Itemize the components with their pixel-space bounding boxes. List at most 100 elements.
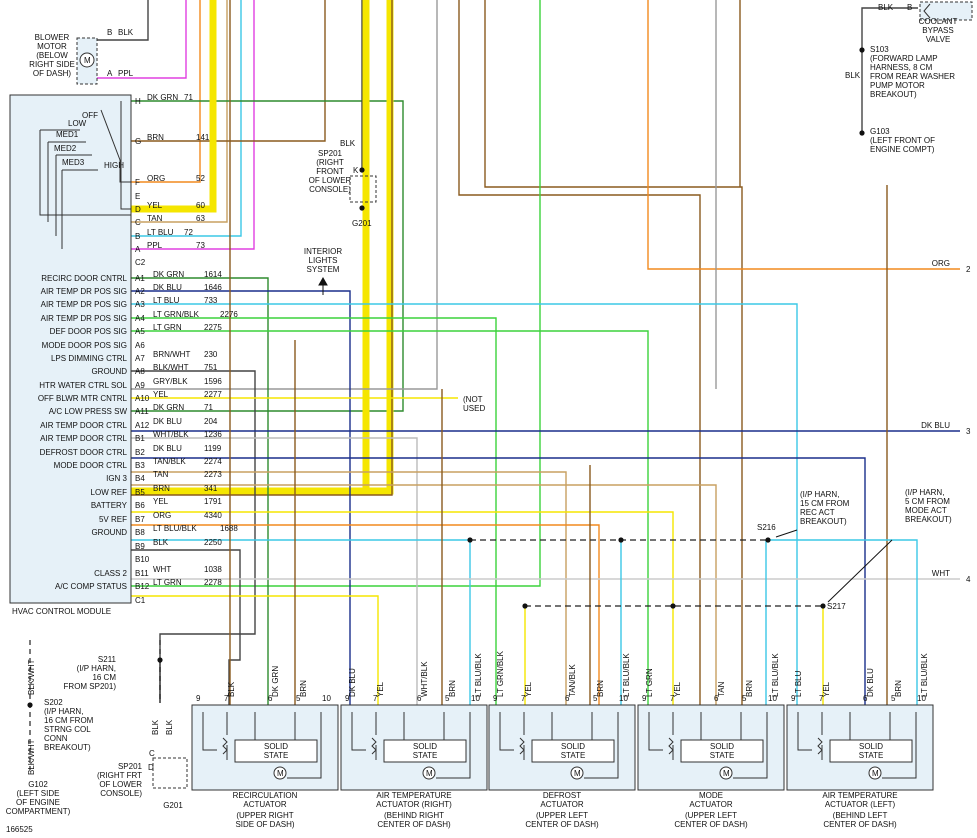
s216-leader xyxy=(775,529,798,538)
module-pin-id: B xyxy=(135,232,140,241)
blower-label-line: MOTOR xyxy=(37,42,67,51)
module-pin-label: HTR WATER CTRL SOL xyxy=(39,381,127,390)
module-pin-label: MODE DOOR CTRL xyxy=(54,461,128,470)
switch-med3: MED3 xyxy=(62,158,85,167)
actuator-internal xyxy=(797,712,917,779)
g102-label: G102 xyxy=(28,780,48,789)
actuator-location: (BEHIND LEFT xyxy=(833,811,888,820)
actuator-internal xyxy=(499,712,619,779)
module-pin-id: B8 xyxy=(135,528,145,537)
actuator-motor-m: M xyxy=(723,769,730,778)
module-wire-circuit: 1596 xyxy=(204,377,222,386)
actuator-pin-number: 10 xyxy=(471,694,480,703)
s202-label: (I/P HARN, xyxy=(44,707,83,716)
module-wire-color: BLK xyxy=(153,538,169,547)
module-pin-label: AIR TEMP DR POS SIG xyxy=(41,314,127,323)
module-pin-id: A3 xyxy=(135,300,145,309)
splice-dot xyxy=(859,47,865,53)
solid-state-text: STATE xyxy=(859,751,884,760)
module-pin-id: A11 xyxy=(135,407,149,416)
actuator-wire-color: BRN xyxy=(894,680,903,697)
switch-med1: MED1 xyxy=(56,130,79,139)
module-pin-id: B11 xyxy=(135,569,149,578)
solid-state-box xyxy=(234,739,318,763)
module-wire-circuit: 60 xyxy=(196,201,205,210)
s211-label: S211 xyxy=(98,655,117,664)
solid-state-box xyxy=(383,739,467,763)
wire-brn-5 xyxy=(458,0,701,705)
splice-dot xyxy=(359,167,365,173)
s202-label: STRNG COL xyxy=(44,725,91,734)
switch-wire-med2 xyxy=(55,154,92,236)
splice-dot xyxy=(27,702,33,708)
module-pin-id: A5 xyxy=(135,327,145,336)
actuator-pin-number: 7 xyxy=(373,694,378,703)
actuator-pin-number: 6 xyxy=(863,694,868,703)
interior-lights-label: SYSTEM xyxy=(307,265,340,274)
interior-lights-label: LIGHTS xyxy=(309,256,338,265)
module-pin-id: D xyxy=(135,205,141,214)
actuator-wire-color: YEL xyxy=(524,681,533,697)
module-pin-id: A6 xyxy=(135,341,145,350)
actuator-pin-number: 6 xyxy=(268,694,273,703)
splice-dot xyxy=(157,657,163,663)
wire-ltgrnblk-2276 xyxy=(131,317,497,705)
wire-org-out2 xyxy=(647,0,960,270)
module-wire-color: PPL xyxy=(147,241,163,250)
module-pin-label: AIR TEMP DOOR CTRL xyxy=(40,421,127,430)
actuator-pin-number: 10 xyxy=(768,694,777,703)
sp201-top-wire-blk: BLK xyxy=(340,139,356,148)
actuator-pot xyxy=(668,737,674,755)
module-wire-circuit: 4340 xyxy=(204,511,222,520)
splice-dot xyxy=(820,603,826,609)
actuator-pin-number: 7 xyxy=(224,694,229,703)
wire-org-52 xyxy=(131,0,201,183)
module-wire-circuit: 141 xyxy=(196,133,210,142)
module-wire-color: BRN xyxy=(153,484,170,493)
module-wire-circuit: 2276 xyxy=(220,310,238,319)
output-wire-color: DK BLU xyxy=(921,421,950,430)
switch-med2: MED2 xyxy=(54,144,77,153)
module-wire-circuit: 2273 xyxy=(204,470,222,479)
actuator-pin-number: 7 xyxy=(819,694,824,703)
module-wire-circuit: 73 xyxy=(196,241,205,250)
module-wire-color: BRN/WHT xyxy=(153,350,190,359)
s103-label: FROM REAR WASHER xyxy=(870,72,955,81)
module-wire-circuit: 1614 xyxy=(204,270,222,279)
actuator-internal xyxy=(648,712,768,779)
splice-dot xyxy=(765,537,771,543)
actuator-wire-color: LT GRN xyxy=(645,668,654,697)
s217-note: (I/P HARN, xyxy=(905,488,944,497)
actuator-location: CENTER OF DASH) xyxy=(377,820,451,829)
module-wire-color: YEL xyxy=(147,201,163,210)
s217-leader xyxy=(827,539,893,603)
g102-label: (LEFT SIDE xyxy=(17,789,60,798)
module-pin-label: IGN 3 xyxy=(106,474,127,483)
actuator-location: (UPPER LEFT xyxy=(685,811,737,820)
sp201-top-label: CONSOLE) xyxy=(309,185,351,194)
s103-label: S103 xyxy=(870,45,889,54)
actuator-wire-color: DK GRN xyxy=(271,666,280,697)
wire-ppl-73 xyxy=(131,0,255,250)
not-used-label: (NOT xyxy=(463,395,483,404)
actuator-location: CENTER OF DASH) xyxy=(674,820,748,829)
sp201-top-label: OF LOWER xyxy=(309,176,352,185)
module-wire-circuit: 63 xyxy=(196,214,205,223)
s211-label: FROM SP201) xyxy=(64,682,117,691)
actuator-location: (UPPER LEFT xyxy=(536,811,588,820)
actuator-pin-number: 6 xyxy=(714,694,719,703)
s216-note: 15 CM FROM xyxy=(800,499,850,508)
s103-label: (FORWARD LAMP xyxy=(870,54,938,63)
switch-high: HIGH xyxy=(104,161,124,170)
coolant-bypass-valve xyxy=(919,1,973,21)
module-pin-label: DEF DOOR POS SIG xyxy=(50,327,127,336)
module-wire-color: TAN xyxy=(147,214,163,223)
module-wire-color: DK BLU xyxy=(153,283,182,292)
actuator-pin-number: 9 xyxy=(642,694,647,703)
wire-brn-5b xyxy=(484,0,743,705)
blower-wire-ppl: PPL xyxy=(118,69,134,78)
